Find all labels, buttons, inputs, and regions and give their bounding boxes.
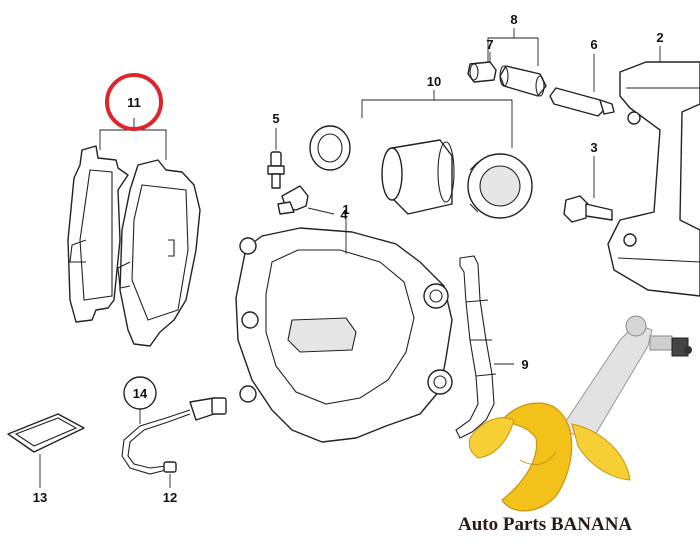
leader-8 xyxy=(487,37,539,66)
guide-bolt[interactable] xyxy=(549,87,615,117)
anti-rattle-spring[interactable] xyxy=(455,255,497,439)
callout-11[interactable]: 11 xyxy=(127,95,141,110)
callout-8[interactable]: 8 xyxy=(510,12,517,27)
piston[interactable] xyxy=(381,139,455,215)
callout-14[interactable]: 14 xyxy=(133,386,148,401)
callout-13[interactable]: 13 xyxy=(33,490,47,505)
callout-1[interactable]: 1 xyxy=(342,202,349,217)
bleeder-cap[interactable] xyxy=(277,185,309,215)
callout-4[interactable]: 4 xyxy=(340,207,348,222)
guide-bushing-small[interactable] xyxy=(467,61,497,83)
callout-12[interactable]: 12 xyxy=(163,490,177,505)
highlight-circle xyxy=(105,73,163,131)
callout-5[interactable]: 5 xyxy=(272,111,279,126)
guide-sleeve[interactable] xyxy=(499,65,547,97)
piston-seal-ring[interactable] xyxy=(309,125,351,171)
brake-wear-sensor[interactable] xyxy=(121,397,227,475)
brake-pad-right[interactable] xyxy=(117,159,201,347)
callout-3[interactable]: 3 xyxy=(590,140,597,155)
bleeder-screw[interactable] xyxy=(267,151,285,189)
brand-name: Auto Parts BANANA xyxy=(458,514,632,535)
callout-10[interactable]: 10 xyxy=(427,74,441,89)
callout-7[interactable]: 7 xyxy=(486,37,493,52)
carrier-mounting-bolt[interactable] xyxy=(563,195,613,223)
callout-6[interactable]: 6 xyxy=(590,37,597,52)
control-arm-illustration xyxy=(559,315,692,441)
grease-packet[interactable] xyxy=(7,413,85,453)
brake-pad-left[interactable] xyxy=(67,145,129,323)
leader-11 xyxy=(99,129,167,160)
banana-logo-icon xyxy=(468,402,631,512)
leader-4 xyxy=(307,207,335,215)
piston-dust-boot[interactable] xyxy=(467,153,533,219)
leader-10 xyxy=(361,99,513,148)
callout-2[interactable]: 2 xyxy=(656,30,663,45)
caliper-carrier[interactable] xyxy=(607,61,700,297)
brand-watermark: Auto Parts BANANA xyxy=(458,315,692,535)
callout-9[interactable]: 9 xyxy=(521,357,528,372)
caliper-housing[interactable] xyxy=(235,227,453,443)
